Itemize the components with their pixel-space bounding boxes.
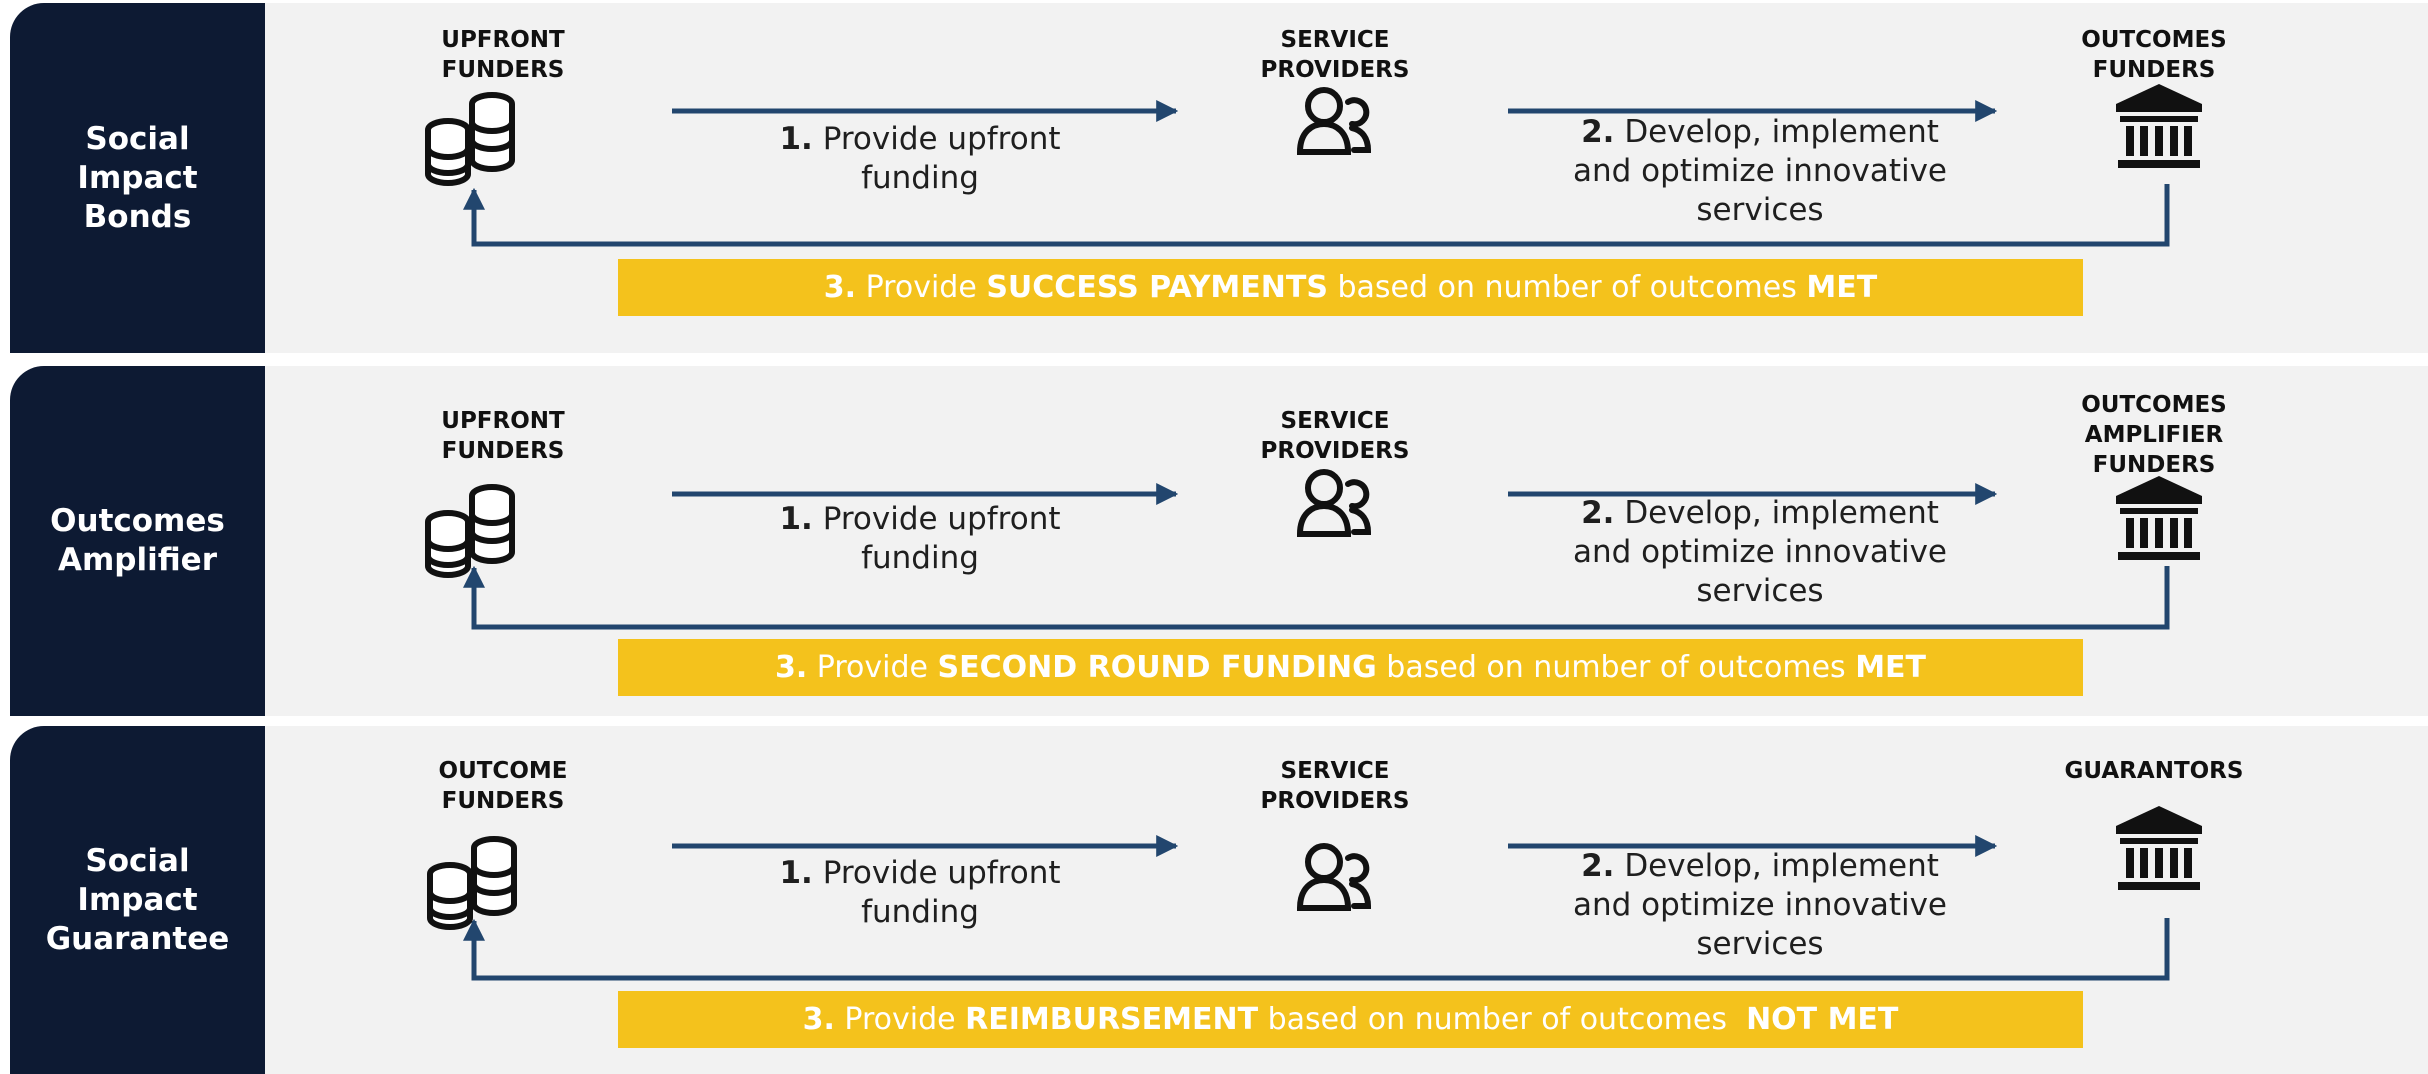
coins-icon — [425, 92, 515, 186]
people-icon — [1296, 843, 1372, 911]
right-actor-label: OUTCOMES AMPLIFIER FUNDERS — [2081, 392, 2227, 478]
row-label: Social Impact Guarantee — [10, 726, 265, 1074]
bank-icon — [2116, 84, 2202, 168]
outcome-banner: 3. Provide SUCCESS PAYMENTS based on num… — [618, 259, 2083, 316]
middle-actor-label: SERVICE PROVIDERS — [1260, 758, 1410, 814]
left-actor-label: OUTCOME FUNDERS — [438, 758, 568, 814]
bank-icon — [2116, 476, 2202, 560]
step-1-text: 1. Provide upfront funding — [779, 501, 1061, 576]
bank-icon — [2116, 806, 2202, 890]
row-label: Outcomes Amplifier — [10, 366, 265, 716]
step-2-text: 2. Develop, implement and optimize innov… — [1573, 848, 1947, 962]
people-icon — [1296, 469, 1372, 537]
arrow-return — [463, 184, 2170, 247]
coins-icon — [427, 836, 517, 930]
row-label: Social Impact Bonds — [10, 3, 265, 353]
right-actor-label: OUTCOMES FUNDERS — [2081, 27, 2227, 83]
arrow-return — [463, 918, 2170, 981]
outcome-banner: 3. Provide REIMBURSEMENT based on number… — [618, 991, 2083, 1048]
row-social-impact-bonds: Social Impact Bonds UPFRONT FUNDERS SERV… — [0, 3, 2428, 353]
row-outcomes-amplifier: Outcomes Amplifier UPFRONT FUNDERS SERVI… — [0, 366, 2428, 716]
step-1-text: 1. Provide upfront funding — [779, 121, 1061, 196]
middle-actor-label: SERVICE PROVIDERS — [1260, 27, 1410, 83]
step-2-text: 2. Develop, implement and optimize innov… — [1573, 114, 1947, 228]
arrow-return — [463, 565, 2170, 630]
right-actor-label: GUARANTORS — [2064, 758, 2244, 784]
middle-actor-label: SERVICE PROVIDERS — [1260, 408, 1410, 464]
people-icon — [1296, 87, 1372, 155]
outcome-banner: 3. Provide SECOND ROUND FUNDING based on… — [618, 639, 2083, 696]
left-actor-label: UPFRONT FUNDERS — [441, 408, 565, 464]
left-actor-label: UPFRONT FUNDERS — [441, 27, 565, 83]
step-1-text: 1. Provide upfront funding — [779, 855, 1061, 930]
coins-icon — [425, 484, 515, 578]
step-2-text: 2. Develop, implement and optimize innov… — [1573, 495, 1947, 609]
